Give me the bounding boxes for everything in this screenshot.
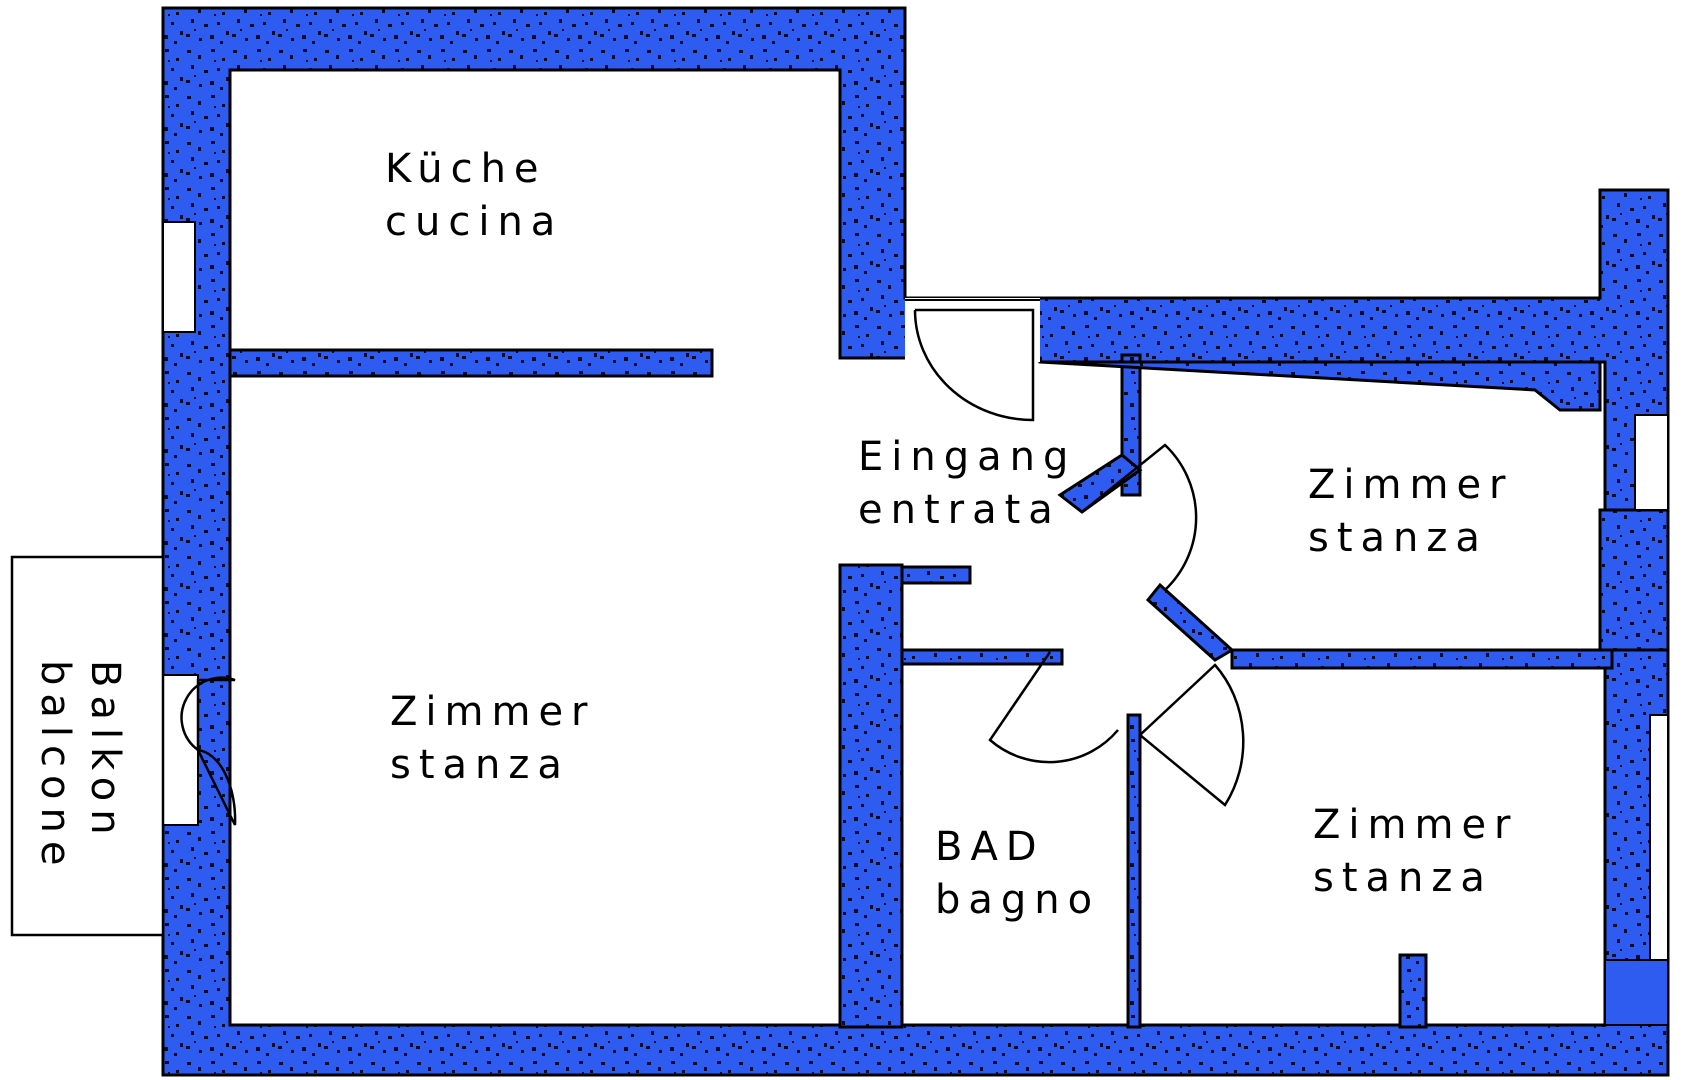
room-southeast-label-it: stanza: [1313, 855, 1493, 901]
room-entrance-label-de: Eingang: [858, 434, 1076, 480]
door-swings: [180, 308, 1245, 826]
room-entrance-label-it: entrata: [858, 487, 1061, 533]
room-east-label-it: stanza: [1308, 515, 1488, 561]
room-balcony-label-de: Balkon: [82, 660, 128, 843]
room-bath: BAD bagno: [935, 824, 1100, 923]
room-kitchen-label-de: Küche: [385, 146, 547, 192]
balcony-outline: [10, 555, 165, 937]
room-living: Zimmer stanza: [390, 689, 596, 788]
room-east: Zimmer stanza: [1308, 462, 1514, 561]
room-balcony-label-it: balcone: [32, 660, 78, 873]
room-bath-label-de: BAD: [935, 824, 1045, 870]
room-balcony: Balkon balcone: [32, 660, 128, 873]
room-kitchen-label-it: cucina: [385, 199, 563, 245]
room-bath-label-it: bagno: [935, 877, 1100, 923]
room-living-label-it: stanza: [390, 742, 570, 788]
room-entrance: Eingang entrata: [858, 434, 1076, 533]
interior-walls: [228, 348, 1670, 1029]
openings: [162, 221, 1669, 1026]
room-southeast-label-de: Zimmer: [1313, 802, 1519, 848]
room-kitchen: Küche cucina: [385, 146, 563, 245]
room-southeast: Zimmer stanza: [1313, 802, 1519, 901]
room-living-label-de: Zimmer: [390, 689, 596, 735]
room-east-label-de: Zimmer: [1308, 462, 1514, 508]
